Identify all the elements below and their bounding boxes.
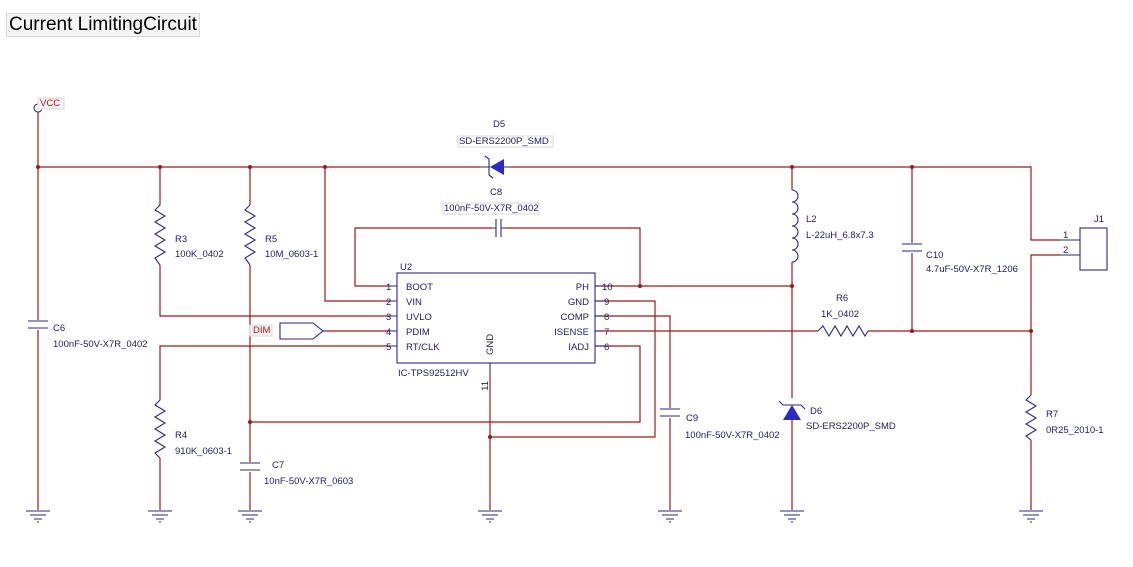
svg-text:3: 3	[386, 312, 391, 323]
svg-text:1: 1	[386, 282, 391, 293]
svg-text:5: 5	[386, 342, 391, 353]
capacitor-c6: C6 100nF-50V-X7R_0402	[28, 320, 148, 350]
svg-text:GND: GND	[568, 297, 589, 308]
svg-text:1K_0402: 1K_0402	[821, 309, 859, 320]
dim-port: DIM	[249, 322, 324, 340]
svg-text:10M_0603-1: 10M_0603-1	[265, 249, 318, 260]
svg-text:C6: C6	[53, 323, 65, 334]
svg-text:VCC: VCC	[40, 98, 60, 109]
resistor-r5: R5 10M_0603-1	[243, 204, 318, 266]
svg-text:D6: D6	[810, 406, 822, 417]
svg-text:R4: R4	[175, 430, 187, 441]
svg-text:100K_0402: 100K_0402	[175, 249, 224, 260]
svg-text:R3: R3	[175, 234, 187, 245]
junctions	[36, 165, 1033, 439]
capacitor-c9: C9 100nF-50V-X7R_0402	[660, 408, 780, 441]
svg-text:J1: J1	[1094, 214, 1104, 225]
svg-text:IADJ: IADJ	[568, 342, 589, 353]
resistor-r3: R3 100K_0402	[153, 204, 224, 266]
svg-text:D5: D5	[493, 119, 505, 130]
svg-text:IC-TPS92512HV: IC-TPS92512HV	[398, 368, 469, 379]
svg-text:ISENSE: ISENSE	[554, 327, 589, 338]
diode-d5: D5 SD-ERS2200P_SMD	[457, 119, 554, 179]
capacitor-c8: C8 100nF-50V-X7R_0402	[442, 187, 540, 237]
svg-text:2: 2	[1063, 245, 1068, 256]
svg-text:U2: U2	[400, 262, 412, 273]
svg-text:COMP: COMP	[561, 312, 590, 323]
svg-text:2: 2	[386, 297, 391, 308]
svg-text:BOOT: BOOT	[406, 282, 433, 293]
svg-text:8: 8	[604, 312, 609, 323]
svg-text:VIN: VIN	[406, 297, 422, 308]
svg-text:R7: R7	[1046, 409, 1058, 420]
svg-text:4.7uF-50V-X7R_1206: 4.7uF-50V-X7R_1206	[926, 264, 1018, 275]
svg-text:100nF-50V-X7R_0402: 100nF-50V-X7R_0402	[685, 430, 780, 441]
ic-u2: U2 IC-TPS92512HV 1 2 3 4 5 BOOT VIN UVLO…	[386, 262, 613, 391]
connector-j1: J1 1 2	[1060, 214, 1108, 271]
svg-text:100nF-50V-X7R_0402: 100nF-50V-X7R_0402	[53, 339, 148, 350]
svg-text:C10: C10	[926, 250, 943, 261]
svg-text:GND: GND	[485, 334, 496, 355]
resistor-r7: R7 0R25_2010-1	[1024, 394, 1104, 441]
svg-text:0R25_2010-1: 0R25_2010-1	[1046, 425, 1104, 436]
ground-symbols	[26, 510, 1043, 523]
svg-text:R5: R5	[265, 234, 277, 245]
svg-text:R6: R6	[836, 293, 848, 304]
resistor-r4: R4 910K_0603-1	[153, 399, 232, 459]
svg-text:C9: C9	[686, 413, 698, 424]
svg-text:1: 1	[1063, 230, 1068, 241]
svg-text:10nF-50V-X7R_0603: 10nF-50V-X7R_0603	[264, 476, 353, 487]
svg-text:9: 9	[604, 297, 609, 308]
svg-text:L-22uH_6.8x7.3: L-22uH_6.8x7.3	[806, 230, 874, 241]
svg-text:C8: C8	[490, 187, 502, 198]
svg-text:100nF-50V-X7R_0402: 100nF-50V-X7R_0402	[444, 203, 539, 214]
diode-d6: D6 SD-ERS2200P_SMD	[778, 400, 896, 432]
svg-text:PDIM: PDIM	[406, 327, 430, 338]
page-title: Current LimitingCircuit	[6, 13, 200, 37]
svg-text:UVLO: UVLO	[406, 312, 432, 323]
svg-text:910K_0603-1: 910K_0603-1	[175, 446, 232, 457]
svg-text:RT/CLK: RT/CLK	[406, 342, 440, 353]
svg-text:L2: L2	[806, 214, 817, 225]
svg-text:SD-ERS2200P_SMD: SD-ERS2200P_SMD	[806, 421, 896, 432]
wires	[37, 112, 1060, 510]
svg-text:C7: C7	[272, 460, 284, 471]
svg-text:6: 6	[604, 342, 609, 353]
svg-text:7: 7	[604, 327, 609, 338]
svg-text:DIM: DIM	[253, 325, 271, 336]
svg-text:SD-ERS2200P_SMD: SD-ERS2200P_SMD	[459, 136, 549, 147]
svg-text:11: 11	[480, 381, 491, 391]
capacitor-c7: C7 10nF-50V-X7R_0603	[240, 460, 353, 487]
inductor-l2: L2 L-22uH_6.8x7.3	[791, 189, 874, 263]
svg-text:4: 4	[386, 327, 391, 338]
capacitor-c10: C10 4.7uF-50V-X7R_1206	[902, 243, 1018, 275]
vcc-port: VCC	[33, 97, 65, 113]
svg-text:PH: PH	[576, 282, 589, 293]
resistor-r6: R6 1K_0402	[817, 293, 869, 338]
svg-text:10: 10	[602, 282, 613, 293]
